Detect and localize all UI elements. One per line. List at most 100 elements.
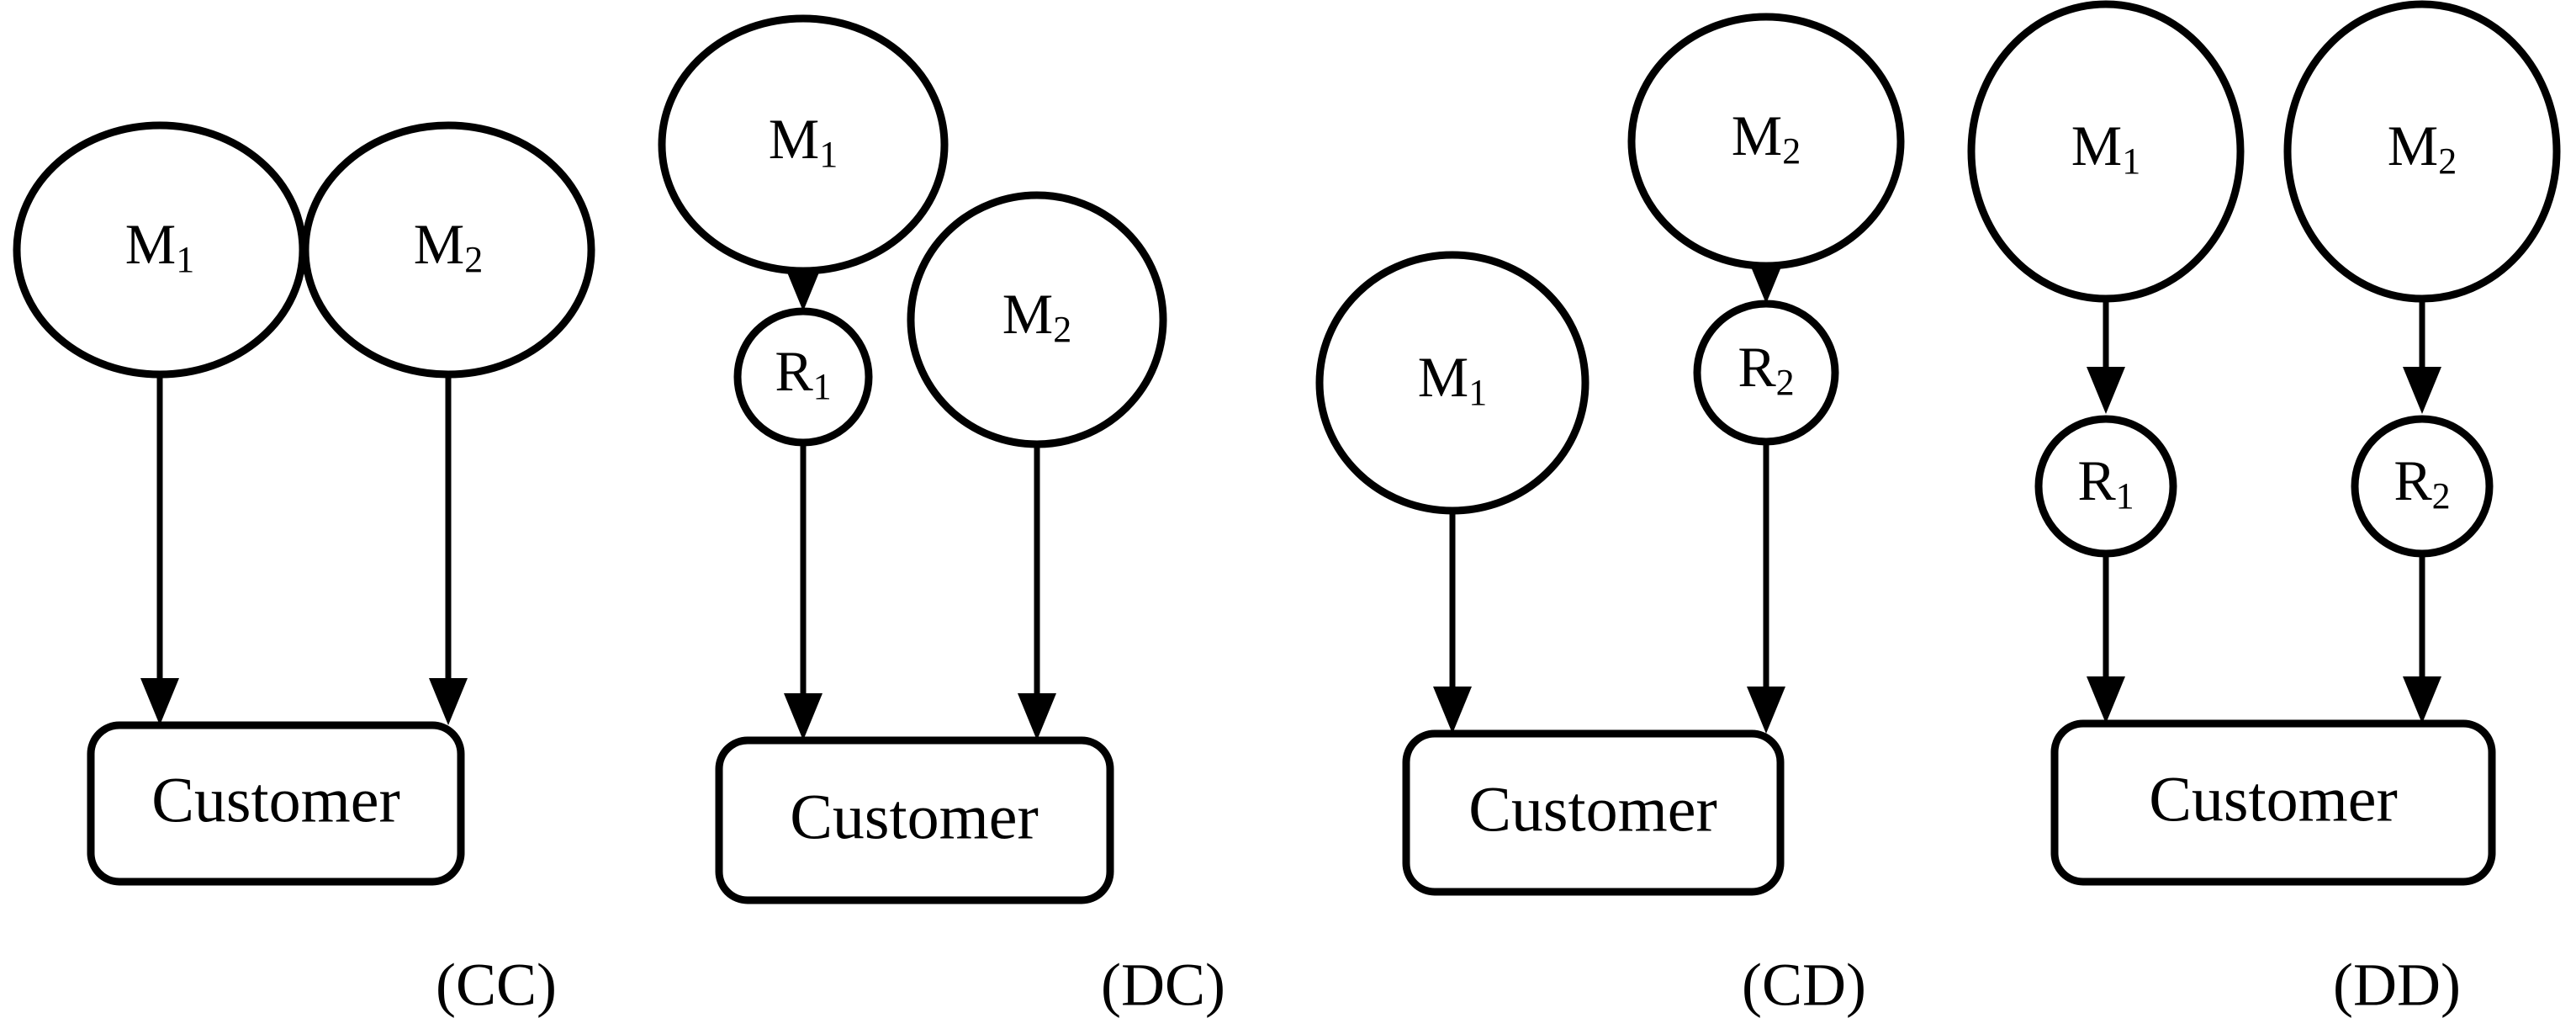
node-label: M2 [1002, 282, 1071, 350]
arrow-head-icon [1747, 687, 1785, 734]
manufacturer-circle[interactable] [658, 14, 949, 275]
customer-box[interactable] [87, 721, 465, 886]
retailer-circle[interactable] [733, 307, 873, 447]
node-label-base: R [2394, 448, 2432, 512]
edge-dc-r1-to-customer [784, 443, 823, 740]
node-label: M1 [125, 212, 194, 280]
panel-caption: (CD) [1742, 952, 1866, 1019]
edge-dd-r2-to-customer [2403, 554, 2441, 724]
edge-cc-m2-to-customer [429, 374, 468, 725]
manufacturer-circle[interactable] [907, 191, 1167, 448]
node-dd-r2[interactable]: R2 [2351, 415, 2494, 558]
node-label: M1 [769, 107, 838, 175]
arrow-head-icon [2403, 676, 2441, 724]
arrow-head-icon [784, 264, 823, 311]
edge-cd-m1-to-customer [1433, 511, 1472, 734]
edge-cc-m1-to-customer [140, 374, 179, 725]
node-label-base: M [1418, 345, 1468, 409]
customer-node-panel-cd[interactable]: Customer [1402, 729, 1785, 896]
node-dc-m1[interactable]: M1 [658, 14, 949, 275]
node-dc-r1[interactable]: R1 [733, 307, 873, 447]
node-label-subscript: 2 [2432, 475, 2451, 517]
edge-dd-r1-to-customer [2087, 554, 2125, 724]
node-label-base: M [414, 212, 464, 276]
node-cc-m2[interactable]: M2 [301, 121, 595, 379]
node-label: R1 [2077, 448, 2134, 517]
node-cd-m1[interactable]: M1 [1315, 251, 1590, 515]
node-label-base: M [1002, 282, 1053, 346]
manufacturer-circle[interactable] [1967, 0, 2245, 303]
manufacturer-circle[interactable] [1315, 251, 1590, 515]
node-dd-m1[interactable]: M1 [1967, 0, 2245, 303]
retailer-circle[interactable] [1693, 300, 1839, 446]
customer-box[interactable] [2050, 719, 2496, 886]
customer-box-label: Customer [151, 765, 400, 835]
node-label-subscript: 2 [1776, 362, 1795, 403]
manufacturer-circle[interactable] [301, 121, 595, 379]
node-label-base: M [125, 212, 176, 276]
edge-dc-m2-to-customer [1018, 444, 1056, 740]
arrow-head-icon [1433, 687, 1472, 734]
customer-box-label: Customer [1468, 774, 1717, 845]
node-dd-m2[interactable]: M2 [2283, 0, 2561, 303]
customer-box-label: Customer [790, 782, 1039, 852]
customer-node-panel-dd[interactable]: Customer [2050, 719, 2496, 886]
node-label: M2 [1732, 103, 1801, 172]
node-label: R1 [775, 339, 831, 407]
node-label: R2 [2394, 448, 2450, 517]
node-label-subscript: 2 [2438, 141, 2457, 182]
customer-box[interactable] [1402, 729, 1785, 896]
arrow-head-icon [1018, 693, 1056, 740]
edge-cd-r2-to-customer [1747, 442, 1785, 734]
manufacturer-circle[interactable] [2283, 0, 2561, 303]
panel-caption: (DD) [2333, 952, 2461, 1019]
node-label-base: R [775, 339, 813, 403]
node-dd-r1[interactable]: R1 [2034, 415, 2177, 558]
node-label-subscript: 2 [1053, 309, 1071, 350]
node-label-subscript: 1 [1468, 372, 1487, 413]
arrow-head-icon [2087, 676, 2125, 724]
edge-dd-m1-to-r1 [2087, 299, 2125, 414]
node-label: M2 [2388, 114, 2457, 182]
arrow-head-icon [2087, 367, 2125, 414]
panel-caption: (DC) [1101, 952, 1225, 1019]
node-cd-r2[interactable]: R2 [1693, 300, 1839, 446]
node-label-base: M [1732, 103, 1782, 167]
arrow-head-icon [429, 678, 468, 725]
node-cc-m1[interactable]: M1 [13, 121, 307, 379]
node-label-subscript: 1 [2122, 141, 2140, 182]
node-label: M2 [414, 212, 483, 280]
retailer-circle[interactable] [2034, 415, 2177, 558]
node-label-base: R [1738, 335, 1776, 399]
node-label-base: M [2388, 114, 2438, 178]
edge-dd-m2-to-r2 [2403, 299, 2441, 414]
node-label-subscript: 2 [1782, 130, 1801, 172]
node-label-base: R [2077, 448, 2116, 512]
node-label: R2 [1738, 335, 1794, 403]
retailer-circle[interactable] [2351, 415, 2494, 558]
node-label-subscript: 1 [2116, 475, 2134, 517]
customer-node-panel-cc[interactable]: Customer [87, 721, 465, 886]
node-cd-m2[interactable]: M2 [1627, 13, 1905, 270]
arrow-head-icon [784, 693, 823, 740]
node-label-base: M [2071, 114, 2122, 178]
node-label-subscript: 2 [464, 239, 483, 280]
node-label-base: M [769, 107, 819, 171]
node-label-subscript: 1 [813, 366, 832, 407]
node-label: M1 [2071, 114, 2140, 182]
node-label-subscript: 1 [819, 134, 838, 175]
node-label-subscript: 1 [176, 239, 194, 280]
arrow-head-icon [2403, 367, 2441, 414]
manufacturer-circle[interactable] [1627, 13, 1905, 270]
customer-node-panel-dc[interactable]: Customer [715, 736, 1114, 904]
node-label: M1 [1418, 345, 1487, 413]
customer-box[interactable] [715, 736, 1114, 904]
node-dc-m2[interactable]: M2 [907, 191, 1167, 448]
panel-caption: (CC) [436, 952, 557, 1019]
